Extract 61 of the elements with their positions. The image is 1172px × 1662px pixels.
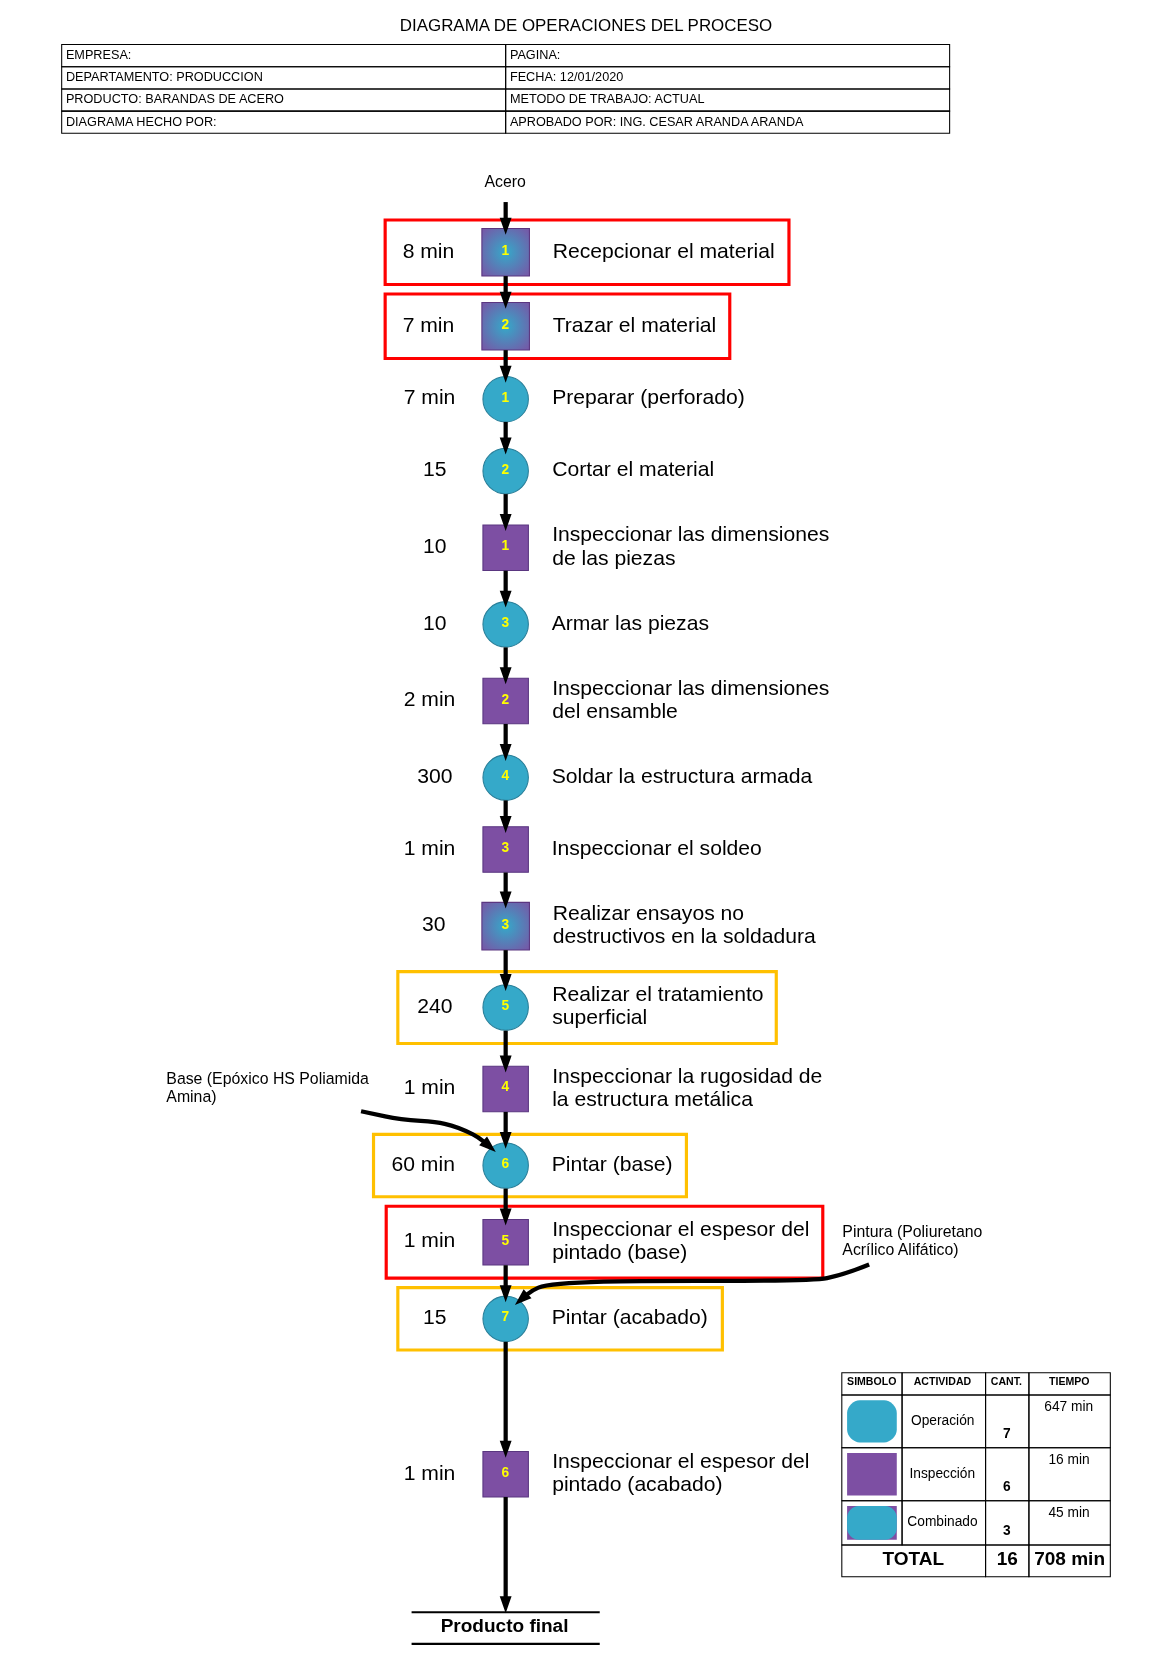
label: ACTIVIDAD [913, 1375, 972, 1388]
label: CANT. [990, 1375, 1022, 1388]
label: APROBADO POR: ING. CESAR ARANDA ARANDA [509, 114, 804, 129]
diagram-title: DIAGRAMA DE OPERACIONES DEL PROCESO [399, 15, 773, 35]
node-label: 15 [423, 457, 447, 481]
label: FECHA: 12/01/2020 [509, 70, 624, 85]
node-label: 1 min [403, 1460, 456, 1484]
label: SIMBOLO [847, 1375, 897, 1388]
label: EMPRESA: [65, 47, 132, 62]
node-label: Inspeccionar las dimensiones del ensamble [552, 675, 830, 722]
node-label: Preparar (perforado) [552, 385, 745, 409]
node-label: Inspeccionar el soldeo [551, 835, 762, 859]
label: 647 min [1044, 1399, 1094, 1415]
label: Operación [911, 1412, 975, 1428]
node-label: Armar las piezas [551, 610, 709, 634]
label: Combinado [907, 1514, 978, 1530]
node-label: 300 [417, 763, 453, 787]
node-label: Cortar el material [552, 457, 715, 481]
label: 6 [1003, 1478, 1011, 1494]
node-label: 2 min [403, 687, 456, 711]
node-label: Pintar (base) [551, 1151, 673, 1175]
node-label: 7 min [403, 385, 456, 409]
label: 16 min [1048, 1452, 1090, 1468]
label: TIEMPO [1049, 1375, 1090, 1388]
node-text: Producto final [440, 1614, 569, 1636]
label: 3 [1003, 1522, 1011, 1538]
node-label: Inspeccionar la rugosidad de la estructura metálica [552, 1063, 823, 1110]
node-label: 1 min [403, 1228, 456, 1252]
label: Inspección [909, 1465, 976, 1481]
node-label: 240 [417, 993, 453, 1017]
label: PRODUCTO: BARANDAS DE ACERO [65, 92, 284, 107]
node-label: Pintar (acabado) [551, 1305, 708, 1329]
node-label: Soldar la estructura armada [551, 763, 813, 787]
node-text: Acero [484, 172, 526, 190]
node-label: 1 min [403, 1075, 456, 1099]
node-label: Realizar ensayos no destructivos en la soldadura [552, 900, 816, 948]
node-label: Recepcionar el material [552, 238, 775, 262]
node-label: 8 min [402, 238, 455, 262]
label: 45 min [1048, 1504, 1090, 1520]
node-label: 15 [423, 1305, 447, 1329]
label: DEPARTAMENTO: PRODUCCION [65, 70, 263, 85]
label: TOTAL [882, 1547, 945, 1569]
label: 7 [1003, 1425, 1011, 1441]
label: 708 min [1034, 1547, 1106, 1569]
node-label: 7 min [402, 312, 455, 336]
node-label: 1 min [403, 835, 456, 859]
label: METODO DE TRABAJO: ACTUAL [509, 92, 705, 107]
label: PAGINA: [509, 47, 561, 62]
node-label: Realizar el tratamiento superficial [552, 982, 764, 1029]
node-label: 10 [423, 610, 447, 634]
node-text: Base (Epóxico HS Poliamida Amina) [166, 1069, 369, 1105]
node-text: Pintura (Poliuretano Acrílico Alifático) [842, 1222, 983, 1258]
node-label: 30 [422, 912, 446, 936]
node-label: 60 min [391, 1151, 455, 1175]
label: 16 [996, 1547, 1018, 1569]
node-label: Inspeccionar las dimensiones de las piezas [552, 522, 830, 569]
node-label: 10 [423, 533, 447, 557]
label: DIAGRAMA HECHO POR: [65, 114, 217, 129]
node-label: Inspeccionar el espesor del pintado (base) [552, 1216, 810, 1264]
node-label: Inspeccionar el espesor del pintado (acabado) [552, 1448, 810, 1496]
node-label: Trazar el material [552, 312, 717, 336]
